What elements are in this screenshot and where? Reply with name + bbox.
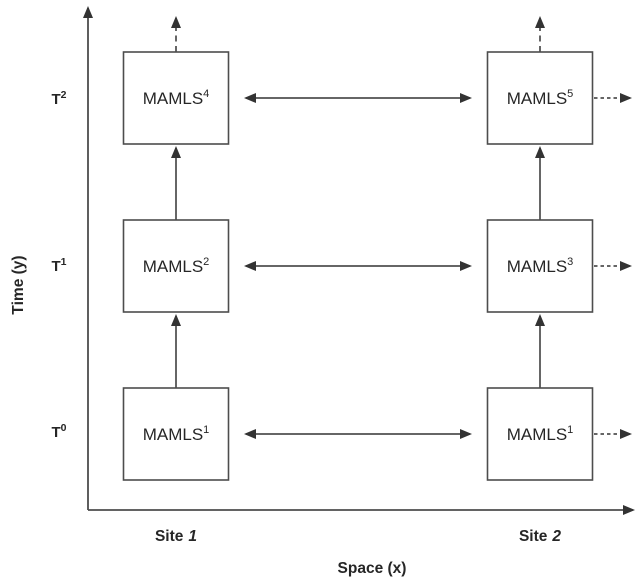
node-box-t2-site2 <box>486 51 594 145</box>
y-axis-label: Time (y) <box>10 255 27 314</box>
node-box-t1-site2 <box>486 219 594 313</box>
node-label-t1-site1: MAMLS2 <box>143 256 210 276</box>
node-label-t2-site1: MAMLS4 <box>143 88 210 108</box>
node-box-t0-site2 <box>486 387 594 481</box>
y-tick-t1: T1 <box>51 256 66 275</box>
x-axis-label: Space (x) <box>338 560 407 577</box>
y-tick-t0: T0 <box>51 422 66 441</box>
node-label-t0-site1: MAMLS1 <box>143 424 210 444</box>
node-box-t0-site1 <box>122 387 230 481</box>
node-label-t2-site2: MAMLS5 <box>507 88 574 108</box>
node-label-t1-site2: MAMLS3 <box>507 256 574 276</box>
node-box-t2-site1 <box>122 51 230 145</box>
node-box-t1-site1 <box>122 219 230 313</box>
y-tick-t2: T2 <box>51 89 66 108</box>
node-label-t0-site2: MAMLS1 <box>507 424 574 444</box>
